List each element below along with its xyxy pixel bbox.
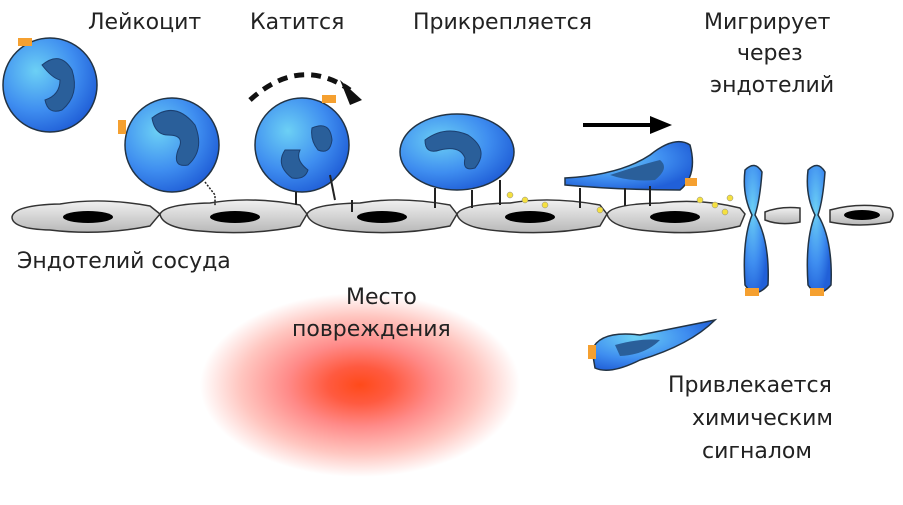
endothelium <box>11 199 894 234</box>
label-attracted-1: Привлекается <box>668 373 832 398</box>
label-injury-2: повреждения <box>292 317 451 342</box>
leukocyte-adhering <box>399 113 549 209</box>
label-injury-1: Место <box>346 285 417 310</box>
label-attracted-3: сигналом <box>702 439 812 464</box>
label-leukocyte: Лейкоцит <box>88 10 201 35</box>
leukocyte-migrating <box>743 164 832 296</box>
label-endothelium: Эндотелий сосуда <box>17 249 231 274</box>
label-attracted-2: химическим <box>692 406 833 431</box>
label-rolls: Катится <box>250 10 344 35</box>
leukocyte-spreading <box>564 116 734 216</box>
injury-site <box>200 293 520 477</box>
label-migrates-2: через <box>737 41 803 66</box>
label-adheres: Прикрепляется <box>413 10 592 35</box>
leukocyte-tethering <box>118 97 220 206</box>
leukocyte-chemotaxis <box>588 318 718 371</box>
label-migrates-1: Мигрирует <box>704 10 831 35</box>
label-migrates-3: эндотелий <box>710 73 834 98</box>
leukocyte-rolling <box>248 72 362 212</box>
leukocyte-floating <box>2 37 98 133</box>
